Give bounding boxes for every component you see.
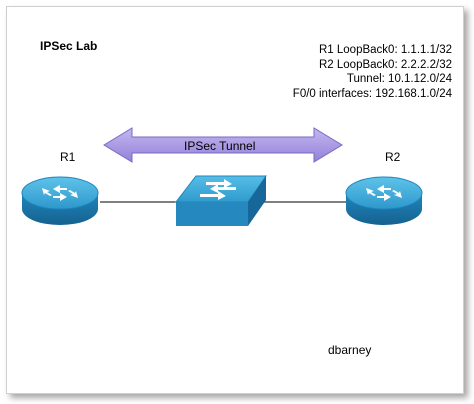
- ipsec-tunnel-arrow: [103, 127, 343, 163]
- router-r1-label: R1: [60, 150, 76, 164]
- tunnel-label: IPSec Tunnel: [184, 139, 256, 153]
- diagram-title: IPSec Lab: [40, 39, 98, 53]
- switch-icon: [174, 175, 267, 226]
- info-line: R1 LoopBack0: 1.1.1.1/32: [319, 44, 452, 56]
- info-line: Tunnel: 10.1.12.0/24: [346, 73, 452, 86]
- router-icon: [21, 176, 99, 225]
- info-line: F0/0 interfaces: 192.168.1.0/24: [292, 87, 452, 100]
- author-label: dbarney: [328, 343, 372, 357]
- addressing-info: R1 LoopBack0: 1.1.1.1/32 R2 LoopBack0: 2…: [268, 43, 452, 101]
- info-line: R2 LoopBack0: 2.2.2.2/32: [319, 58, 452, 71]
- router-icon: [345, 176, 423, 225]
- router-r2-label: R2: [385, 150, 401, 164]
